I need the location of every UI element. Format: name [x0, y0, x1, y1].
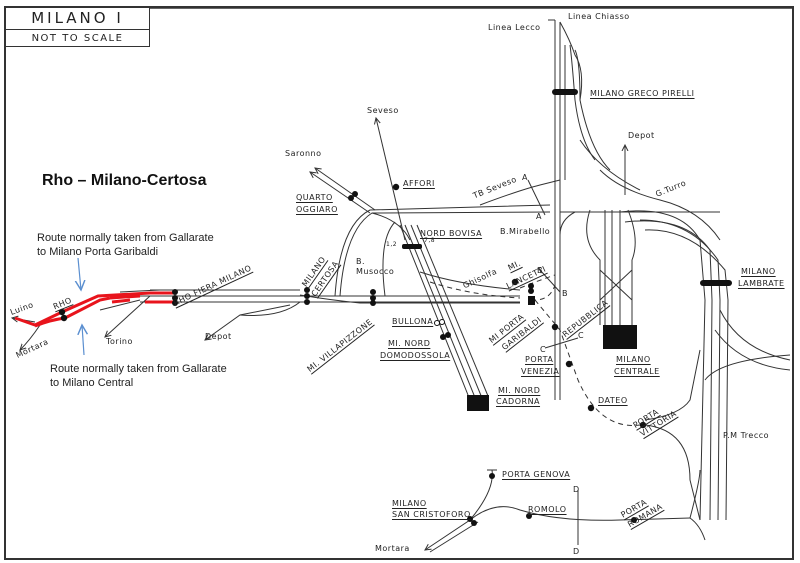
station-dateo: DATEO: [598, 396, 628, 405]
note-bottom: Route normally taken from Gallarate to M…: [50, 362, 227, 390]
station-lambrate-1: MILANO: [741, 267, 776, 276]
bullona-marker: [434, 320, 440, 326]
repubblica-marker: [551, 323, 559, 331]
section-b-line: [539, 269, 561, 293]
note-top-line2: to Milano Porta Garibaldi: [37, 246, 159, 258]
label-linea-lecco: Linea Lecco: [488, 23, 541, 32]
label-linea-chiasso: Linea Chiasso: [568, 12, 630, 21]
passante-east: [534, 299, 641, 426]
label-depot-east: Depot: [628, 131, 655, 140]
centrale-marker: [603, 325, 637, 349]
garibaldi-marker: [528, 283, 535, 305]
station-quarto-1: QUARTO: [296, 193, 333, 202]
station-cadorna-2: CADORNA: [496, 397, 541, 406]
cadorna-marker: [467, 395, 489, 411]
scale-note: NOT TO SCALE: [31, 33, 124, 44]
label-saronno: Saronno: [285, 149, 322, 158]
blue-arrow-top: [78, 257, 81, 290]
blue-arrow-bottom: [82, 325, 84, 356]
section-c-right: C: [578, 331, 585, 340]
station-greco-pirelli: MILANO GRECO PIRELLI: [590, 89, 695, 98]
title-box: MILANO I NOT TO SCALE: [5, 7, 150, 47]
label-musocco-1: B.: [356, 257, 366, 266]
certosa-loop: [334, 204, 551, 297]
mortara-west-branch: [20, 324, 41, 350]
note-bottom-line1: Route normally taken from Gallarate: [50, 363, 227, 375]
highlighted-route: [14, 291, 175, 328]
section-a-bottom: A: [536, 212, 542, 221]
label-mirabello: B.Mirabello: [500, 227, 551, 236]
greco-pirelli-lines: [548, 19, 611, 400]
villapizzone-marker: [370, 289, 376, 306]
station-affori: AFFORI: [403, 179, 435, 188]
station-porta-genova: PORTA GENOVA: [502, 470, 571, 479]
label-bovisa-tracks-right: 7,8: [424, 237, 436, 244]
label-bovisa-tracks-left: 1,2: [386, 241, 398, 248]
note-top-line1: Route normally taken from Gallarate: [37, 232, 214, 244]
station-quarto-2: OGGIARO: [296, 205, 338, 214]
section-a-top: A: [522, 173, 528, 182]
bovisa-cadorna-line: [399, 224, 489, 401]
label-mortara-south: Mortara: [375, 544, 410, 553]
section-b-bottom: B: [562, 289, 568, 298]
section-b-top: B: [537, 266, 543, 275]
bovisa-marker: [402, 244, 422, 249]
romana-marker: [631, 517, 637, 523]
ghisolfa-curve: [419, 271, 521, 291]
domodossola-marker: [440, 332, 451, 340]
label-depot-west: Depot: [205, 332, 232, 341]
affori-marker: [392, 183, 400, 191]
genova-marker: [489, 473, 495, 479]
label-torino: Torino: [106, 337, 133, 346]
station-venezia-2: VENEZIA: [521, 367, 560, 376]
section-c-left: C: [540, 345, 547, 354]
vittoria-marker: [639, 421, 647, 429]
section-c-line: [544, 337, 579, 349]
romolo-marker: [526, 513, 532, 519]
station-cristoforo-2: SAN CRISTOFORO: [392, 510, 471, 519]
note-bottom-line2: to Milano Central: [50, 377, 134, 389]
note-top: Route normally taken from Gallarate to M…: [37, 231, 214, 259]
southern-ring: [469, 506, 691, 521]
saronno-line: [310, 172, 371, 214]
station-venezia-1: PORTA: [525, 355, 554, 364]
station-lambrate-2: LAMBRATE: [738, 279, 785, 288]
map-title: MILANO I: [6, 8, 149, 30]
centrale-approach: [559, 209, 720, 325]
station-centrale-2: CENTRALE: [614, 367, 660, 376]
vittoria-connection: [644, 349, 701, 421]
station-romolo: ROMOLO: [528, 505, 567, 514]
tb-seveso-curve: [479, 179, 561, 206]
section-d-top: D: [573, 485, 580, 494]
turro-lambrate-curves: [579, 139, 729, 521]
passante-dashed: [534, 230, 556, 301]
greco-marker: [552, 89, 578, 95]
map-border: [4, 6, 794, 560]
section-a-line: [527, 179, 546, 216]
rho-fiera-marker: [172, 289, 178, 306]
station-nord-bovisa: NORD BOVISA: [420, 229, 483, 238]
rho-marker: [58, 308, 66, 316]
station-bullona: BULLONA: [392, 317, 434, 326]
station-cadorna-1: MI. NORD: [498, 386, 541, 395]
certosa-marker: [304, 287, 310, 305]
label-seveso: Seveso: [367, 106, 399, 115]
label-trecco: P.M Trecco: [723, 431, 770, 440]
label-musocco-2: Musocco: [356, 267, 395, 276]
route-heading: Rho – Milano-Certosa: [42, 172, 207, 189]
torino-branch: [105, 295, 151, 337]
seveso-line: [376, 118, 406, 241]
lancetti-marker: [511, 278, 519, 286]
dateo-marker: [587, 404, 595, 412]
cristoforo-marker: [467, 516, 477, 526]
venezia-marker: [565, 360, 573, 368]
lambrate-east-branch: [719, 309, 791, 361]
station-domodossola-2: DOMODOSSOLA: [380, 351, 451, 360]
station-domodossola-1: MI. NORD: [388, 339, 431, 348]
quarto-oggiaro-marker: [348, 191, 358, 201]
station-cristoforo-1: MILANO: [392, 499, 427, 508]
lambrate-marker: [700, 280, 732, 286]
station-centrale-1: MILANO: [616, 355, 651, 364]
section-d-bottom: D: [573, 547, 580, 556]
